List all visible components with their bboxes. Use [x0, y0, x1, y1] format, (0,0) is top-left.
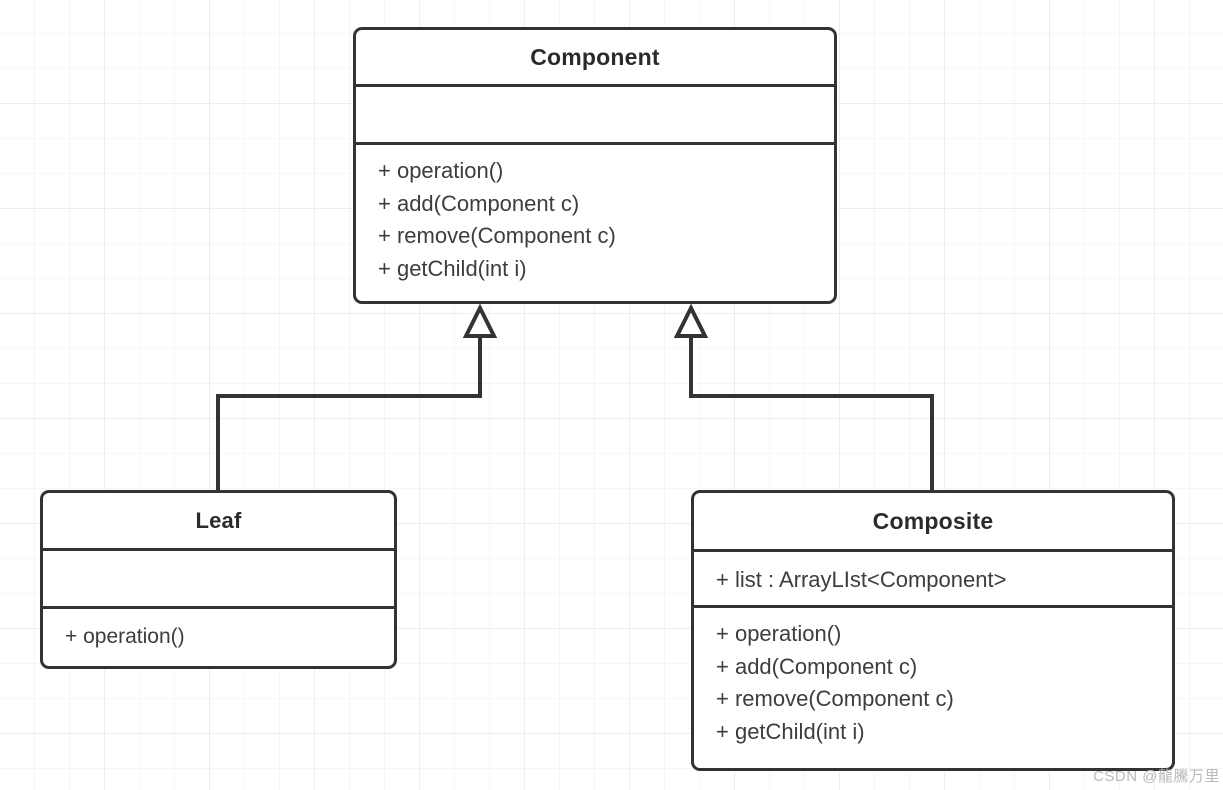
attributes-compartment-component — [356, 84, 834, 142]
operation-item: + remove(Component c) — [378, 223, 616, 248]
operation-item: + add(Component c) — [378, 190, 580, 216]
operations-compartment-composite: + operation() + add(Component c) + remov… — [694, 605, 1172, 768]
operation-item: + getChild(int i) — [716, 718, 865, 744]
operation-item: + getChild(int i) — [378, 255, 527, 281]
operation-item: + remove(Component c) — [716, 686, 954, 711]
hollow-triangle-arrowhead-left — [462, 303, 498, 338]
generalization-leaf-to-component — [216, 303, 498, 492]
attribute-item: + list : ArrayLIst<Component> — [716, 567, 1007, 592]
attributes-compartment-composite: + list : ArrayLIst<Component> — [694, 549, 1172, 605]
operation-item: + add(Component c) — [716, 653, 918, 679]
uml-class-leaf[interactable]: Leaf + operation() — [40, 490, 397, 669]
class-name-composite: Composite — [872, 507, 994, 534]
operations-compartment-leaf: + operation() — [43, 606, 394, 666]
attributes-compartment-leaf — [43, 548, 394, 606]
uml-class-composite[interactable]: Composite + list : ArrayLIst<Component> … — [691, 490, 1175, 771]
hollow-triangle-arrowhead-right — [673, 303, 709, 338]
operation-item: + operation() — [716, 621, 842, 646]
class-name-leaf: Leaf — [195, 507, 242, 533]
watermark-text: CSDN @龍騰万里 — [1093, 768, 1220, 785]
operation-item: + operation() — [65, 625, 185, 648]
operation-item: + operation() — [378, 158, 504, 183]
uml-class-component[interactable]: Component + operation() + add(Component … — [353, 27, 837, 304]
operations-compartment-component: + operation() + add(Component c) + remov… — [356, 142, 834, 301]
generalization-composite-to-component — [673, 303, 934, 492]
class-name-component: Component — [530, 43, 660, 70]
